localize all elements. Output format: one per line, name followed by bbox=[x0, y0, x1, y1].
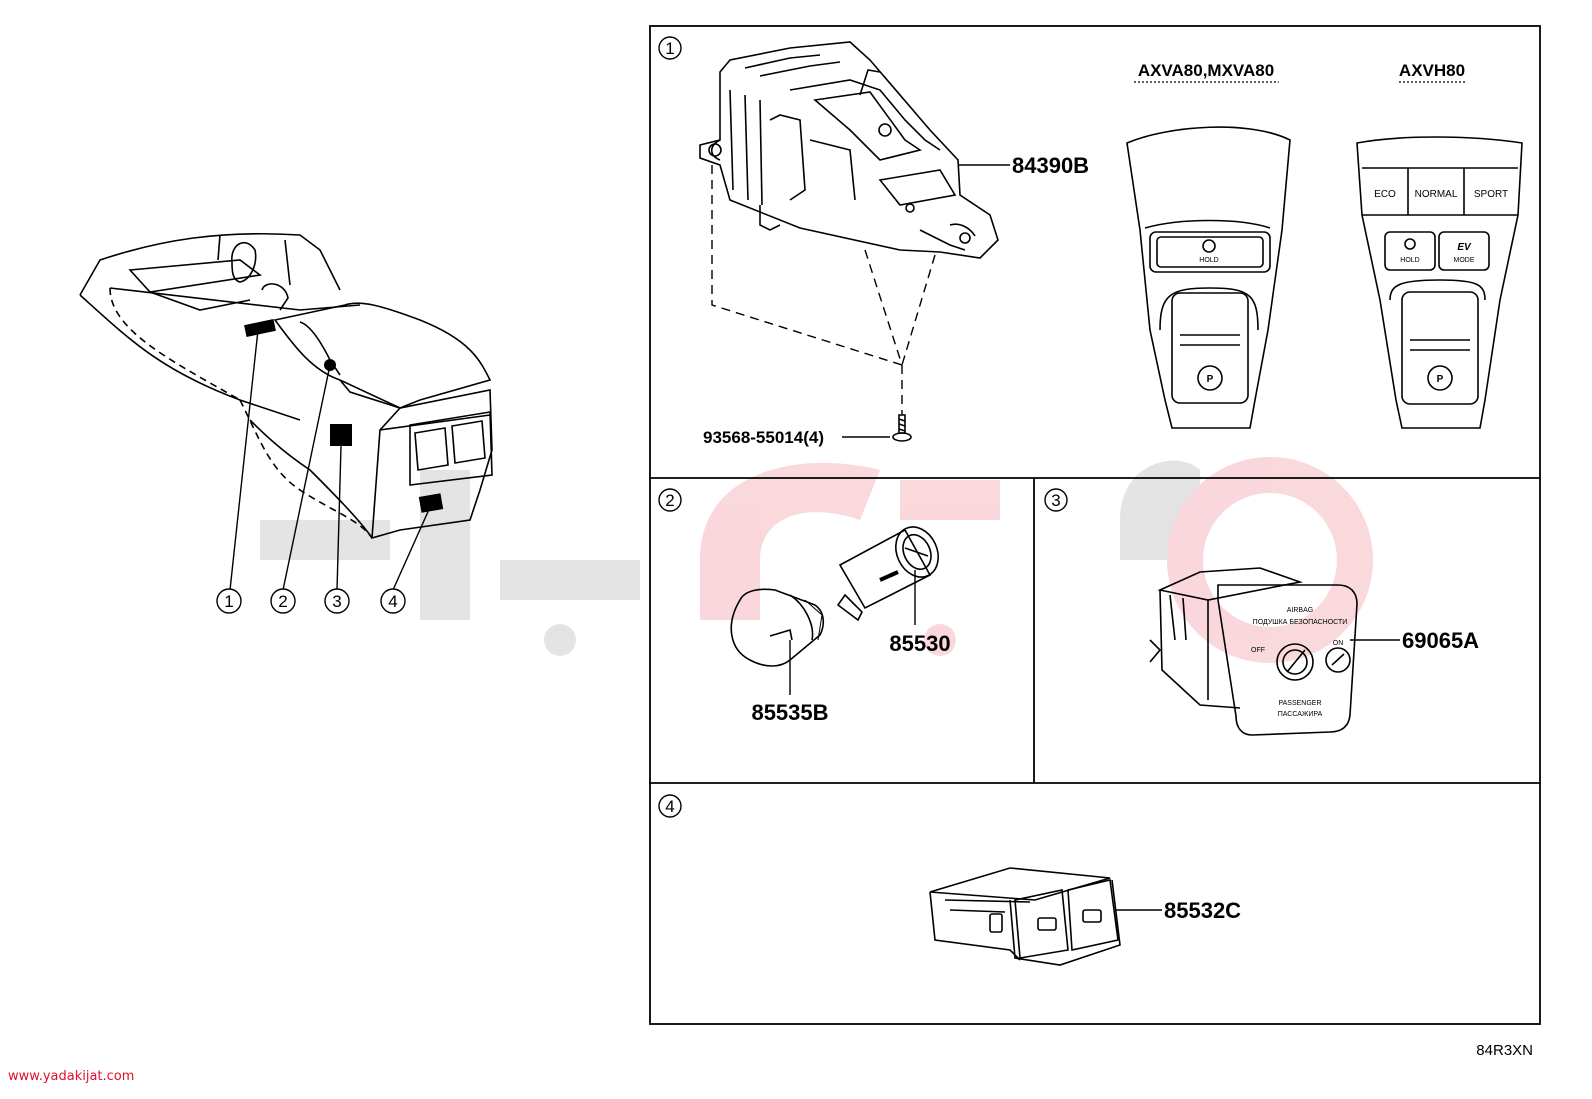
mode-label-normal: NORMAL bbox=[1415, 189, 1458, 200]
callout-leaders bbox=[229, 329, 432, 591]
axvh80-parking-label: P bbox=[1437, 374, 1444, 385]
callout-1: 1 bbox=[216, 588, 242, 614]
power-outlet-cap bbox=[730, 588, 825, 667]
svg-text:2: 2 bbox=[665, 491, 674, 510]
part-label-84390B: 84390B bbox=[1012, 153, 1089, 178]
watermark-logo bbox=[260, 457, 1373, 663]
svg-text:2: 2 bbox=[278, 592, 287, 611]
svg-text:1: 1 bbox=[665, 39, 674, 58]
airbag-switch bbox=[1149, 567, 1358, 736]
svg-text:4: 4 bbox=[665, 797, 674, 816]
diagram-code: 84R3XN bbox=[1476, 1042, 1533, 1059]
usb-switch-block bbox=[929, 867, 1121, 966]
website-watermark: www.yadakijat.com bbox=[8, 1069, 134, 1084]
variant-label-axva80-mxva80: AXVA80,MXVA80 bbox=[1138, 61, 1274, 80]
mounting-dash-lines bbox=[711, 165, 936, 415]
variant-label-axvh80: AXVH80 bbox=[1399, 61, 1465, 80]
usb-switch-marker bbox=[418, 493, 444, 513]
part-label-85535B: 85535B bbox=[751, 700, 828, 725]
switch-panel-axva80 bbox=[1126, 126, 1291, 429]
svg-text:1: 1 bbox=[224, 592, 233, 611]
part-label-69065A: 69065A bbox=[1402, 628, 1479, 653]
airbag-on-label: ON bbox=[1333, 640, 1344, 647]
ev-mode-label: MODE bbox=[1454, 257, 1475, 264]
axvh80-hold-label: HOLD bbox=[1400, 257, 1419, 264]
part-label-85530: 85530 bbox=[889, 631, 950, 656]
airbag-top-sub-label: ПОДУШКА БЕЗОПАСНОСТИ bbox=[1253, 619, 1348, 626]
airbag-top-label: AIRBAG bbox=[1287, 607, 1313, 614]
airbag-bottom-sub-label: ПАССАЖИРА bbox=[1278, 711, 1323, 718]
svg-text:4: 4 bbox=[388, 592, 397, 611]
mode-label-eco: ECO bbox=[1374, 189, 1396, 200]
airbag-bottom-label: PASSENGER bbox=[1278, 700, 1321, 707]
screw-part bbox=[892, 414, 912, 442]
callout-4: 4 bbox=[380, 588, 406, 614]
airbag-off-label: OFF bbox=[1251, 647, 1265, 654]
part-label-85532C: 85532C bbox=[1164, 898, 1241, 923]
axva80-hold-label: HOLD bbox=[1199, 257, 1218, 264]
switch-panel-axvh80 bbox=[1356, 136, 1523, 429]
panel-number-3: 3 bbox=[1044, 488, 1068, 512]
callout-3: 3 bbox=[324, 588, 350, 614]
airbag-switch-marker bbox=[330, 424, 352, 446]
panel-grid bbox=[649, 25, 1541, 1025]
shift-switch-marker bbox=[244, 319, 276, 337]
shift-switch-assembly bbox=[699, 41, 999, 259]
panel-number-2: 2 bbox=[658, 488, 682, 512]
power-outlet-socket bbox=[836, 526, 939, 622]
panel-number-1: 1 bbox=[658, 36, 682, 60]
panel-number-4: 4 bbox=[658, 794, 682, 818]
mode-label-sport: SPORT bbox=[1474, 189, 1508, 200]
svg-text:3: 3 bbox=[1051, 491, 1060, 510]
ev-label: EV bbox=[1457, 242, 1472, 253]
callout-2: 2 bbox=[270, 588, 296, 614]
axva80-parking-label: P bbox=[1207, 374, 1214, 385]
svg-text:3: 3 bbox=[332, 592, 341, 611]
part-label-93568-55014: 93568-55014(4) bbox=[703, 428, 824, 447]
